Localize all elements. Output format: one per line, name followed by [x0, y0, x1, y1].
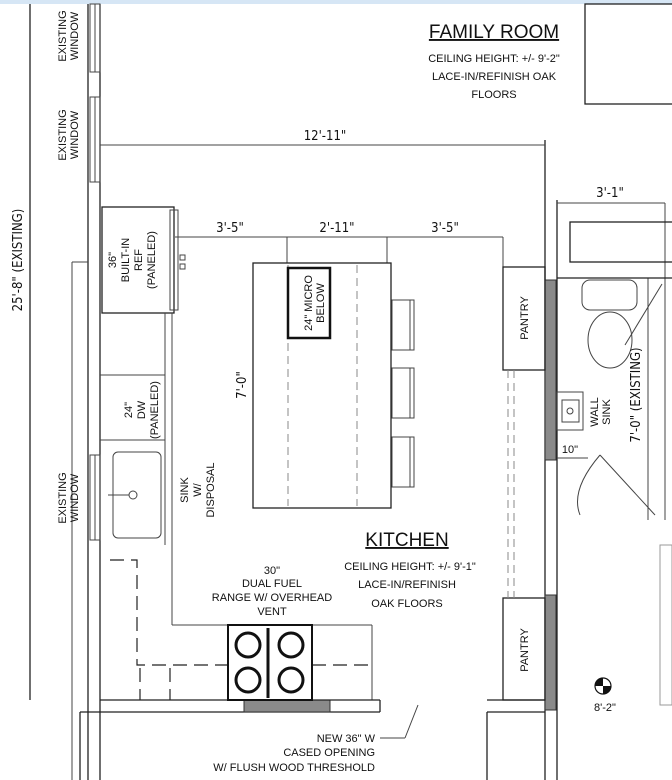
- family-room-ceiling: CEILING HEIGHT: +/- 9'-2": [428, 53, 560, 65]
- svg-text:RANGE W/ OVERHEAD: RANGE W/ OVERHEAD: [212, 592, 332, 604]
- fridge-label: 36" BUILT-IN REF (PANELED): [107, 231, 158, 289]
- svg-text:SINK: SINK: [601, 399, 613, 425]
- dishwasher-label: 24" DW (PANELED): [123, 381, 161, 439]
- svg-text:24": 24": [123, 402, 135, 418]
- family-room-floor-2: FLOORS: [471, 89, 516, 101]
- pantries: [487, 266, 546, 701]
- dimension-lines: [100, 144, 666, 520]
- svg-text:WINDOW: WINDOW: [69, 11, 81, 60]
- elevation-marker-icon: [594, 677, 612, 695]
- svg-text:DISPOSAL: DISPOSAL: [205, 462, 217, 517]
- pantry-bottom-label: PANTRY: [519, 628, 531, 672]
- dim-kitchen-width: 12'-11": [304, 129, 347, 144]
- svg-text:EXISTING: EXISTING: [57, 472, 69, 523]
- window-label-2: EXISTING WINDOW: [57, 109, 81, 160]
- wall-sink-label: WALL SINK: [589, 397, 613, 427]
- bar-stools: [391, 299, 415, 488]
- dim-left-aisle: 3'-5": [216, 221, 244, 236]
- svg-text:BUILT-IN: BUILT-IN: [120, 238, 132, 282]
- kitchen-ceiling: CEILING HEIGHT: +/- 9'-1": [344, 561, 476, 573]
- svg-text:36": 36": [107, 252, 119, 268]
- windows: [89, 3, 101, 541]
- svg-text:W/ FLUSH WOOD THRESHOLD: W/ FLUSH WOOD THRESHOLD: [213, 762, 375, 774]
- svg-text:(PANELED): (PANELED): [149, 381, 161, 439]
- svg-text:VENT: VENT: [257, 606, 287, 618]
- bathroom: [556, 221, 672, 516]
- svg-text:REF: REF: [133, 249, 145, 271]
- dim-overall-height: 25'-8" (EXISTING): [11, 209, 26, 312]
- family-room-title: FAMILY ROOM: [429, 22, 559, 43]
- kitchen-title: KITCHEN: [365, 530, 448, 551]
- svg-text:CASED OPENING: CASED OPENING: [283, 747, 375, 759]
- dim-island-width: 2'-11": [319, 221, 354, 236]
- svg-text:DW: DW: [136, 400, 148, 419]
- dim-bath-width: 3'-1": [596, 186, 624, 201]
- refrigerator: [101, 206, 186, 314]
- svg-text:NEW 36" W: NEW 36" W: [317, 733, 376, 745]
- svg-text:EXISTING: EXISTING: [57, 109, 69, 160]
- svg-text:W/: W/: [192, 482, 204, 496]
- family-room-floor-1: LACE-IN/REFINISH OAK: [432, 71, 557, 83]
- micro-label: 24" MICRO BELOW: [303, 275, 327, 331]
- top-bar: [0, 0, 672, 4]
- kitchen-floor-2: OAK FLOORS: [371, 598, 443, 610]
- floor-elevation: 8'-2": [594, 702, 616, 714]
- dim-right-aisle: 3'-5": [431, 221, 459, 236]
- svg-text:30": 30": [264, 565, 280, 577]
- range: [227, 624, 313, 701]
- kitchen-floor-1: LACE-IN/REFINISH: [358, 579, 456, 591]
- window-label-1: EXISTING WINDOW: [57, 10, 81, 61]
- opening-note: NEW 36" W CASED OPENING W/ FLUSH WOOD TH…: [213, 733, 375, 774]
- svg-text:(PANELED): (PANELED): [146, 231, 158, 289]
- pantry-top-label: PANTRY: [519, 296, 531, 340]
- island: [252, 262, 415, 509]
- range-label: 30" DUAL FUEL RANGE W/ OVERHEAD VENT: [212, 565, 332, 618]
- sink-label: SINK W/ DISPOSAL: [179, 462, 217, 517]
- svg-text:SINK: SINK: [179, 477, 191, 503]
- svg-text:WINDOW: WINDOW: [69, 473, 81, 522]
- svg-text:EXISTING: EXISTING: [57, 10, 69, 61]
- hatched-wall: [659, 544, 672, 706]
- svg-text:WINDOW: WINDOW: [69, 110, 81, 159]
- dim-island-length: 7'-0": [235, 371, 250, 399]
- dim-sink-depth: 10": [562, 444, 578, 456]
- svg-text:WALL: WALL: [589, 397, 601, 427]
- window-label-3: EXISTING WINDOW: [57, 472, 81, 523]
- svg-text:24" MICRO: 24" MICRO: [303, 275, 315, 331]
- leader-arrow: [404, 704, 419, 739]
- dim-bath-length: 7'-0" (EXISTING): [629, 347, 644, 442]
- svg-text:BELOW: BELOW: [315, 283, 327, 323]
- svg-text:DUAL FUEL: DUAL FUEL: [242, 578, 302, 590]
